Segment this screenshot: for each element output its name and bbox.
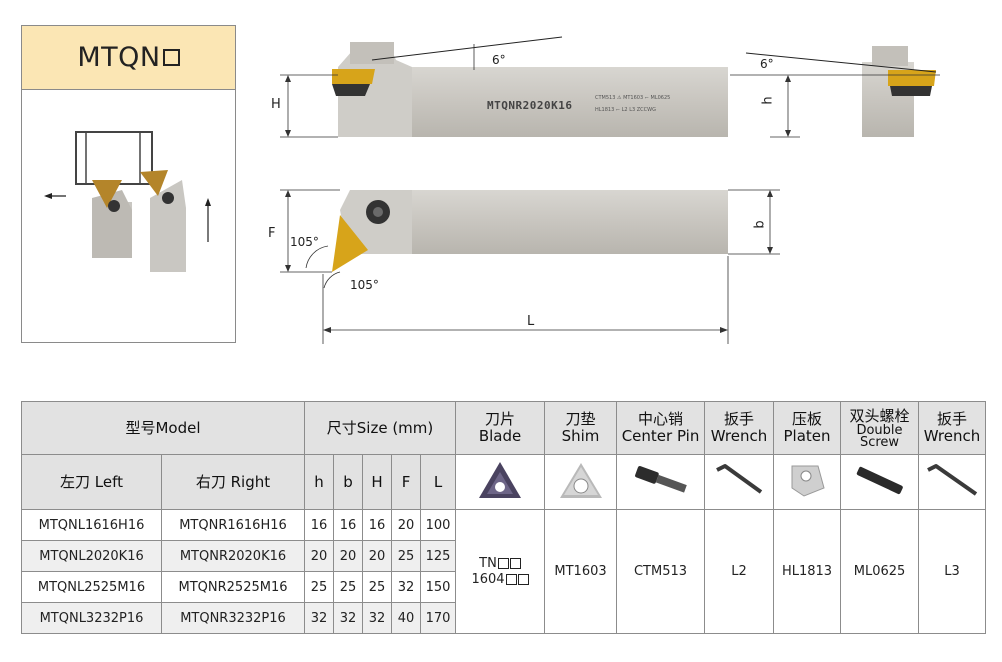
table-row: MTQNL1616H16 MTQNR1616H16 16 16 16 20 10… <box>21 509 987 634</box>
shank-spec-line-1: CTM513 ⚠ MT1603 ⌐ ML0625 <box>595 95 671 101</box>
cell-L: 100 <box>420 509 457 541</box>
cell-center-pin: CTM513 <box>616 509 706 634</box>
header-left: 左刀 Left <box>21 454 162 510</box>
header-h: h <box>304 454 335 510</box>
cell-F: 25 <box>391 540 422 572</box>
product-title-text: MTQN <box>77 42 161 73</box>
table-row: MTQNL2525M16 MTQNR2525M16 25 25 25 32 15… <box>21 571 986 603</box>
cell-b: 20 <box>333 540 364 572</box>
header-model: 型号Model <box>20 401 306 455</box>
dim-label-H: H <box>271 97 281 112</box>
allen-wrench-icon-2 <box>918 454 987 510</box>
cell-h: 25 <box>304 571 335 603</box>
cell-H: 32 <box>362 602 393 634</box>
cell-b: 32 <box>333 602 364 634</box>
cell-right-model: MTQNR3232P16 <box>160 602 306 634</box>
usage-diagram <box>44 131 211 272</box>
header-H: H <box>362 454 393 510</box>
cell-b: 16 <box>333 509 364 541</box>
header-right: 右刀 Right <box>160 454 306 510</box>
technical-drawing <box>280 36 940 344</box>
blade-code-2: 1604 <box>471 571 505 587</box>
cell-L: 125 <box>420 540 457 572</box>
cell-F: 40 <box>391 602 422 634</box>
cell-right-model: MTQNR2525M16 <box>160 571 306 603</box>
cell-platen: HL1813 <box>773 509 842 634</box>
header-L: L <box>420 454 457 510</box>
blade-code-1: TN <box>479 555 497 571</box>
cell-blade: TN 1604 <box>455 509 546 634</box>
placeholder-box-icon <box>162 49 180 66</box>
dim-label-F: F <box>268 226 276 241</box>
header-b: b <box>333 454 364 510</box>
angle-label-top: 6° <box>492 53 506 67</box>
angle-label-side: 6° <box>760 57 774 71</box>
cell-double-screw: ML0625 <box>840 509 920 634</box>
allen-wrench-icon <box>704 454 775 510</box>
double-screw-icon <box>840 454 920 510</box>
cell-left-model: MTQNL2020K16 <box>21 540 162 572</box>
angle-label-105-a: 105° <box>290 235 319 249</box>
cell-F: 32 <box>391 571 422 603</box>
cell-h: 20 <box>304 540 335 572</box>
dim-label-L: L <box>527 314 535 329</box>
cell-L: 170 <box>420 602 457 634</box>
triangle-insert-icon <box>455 454 546 510</box>
cell-right-model: MTQNR2020K16 <box>160 540 306 572</box>
dim-label-b: b <box>752 220 768 229</box>
cell-H: 20 <box>362 540 393 572</box>
triangle-shim-icon <box>544 454 618 510</box>
shank-spec-line-2: HL1813 ⌐ L2 L3 ZCCWG <box>595 107 656 113</box>
side-view <box>280 36 728 138</box>
shank-marking: MTQNR2020K16 <box>487 99 573 112</box>
cell-H: 25 <box>362 571 393 603</box>
cell-wrench-2: L3 <box>918 509 987 634</box>
cell-shim: MT1603 <box>544 509 618 634</box>
cell-h: 16 <box>304 509 335 541</box>
cell-wrench: L2 <box>704 509 775 634</box>
cell-b: 25 <box>333 571 364 603</box>
cell-L: 150 <box>420 571 457 603</box>
cell-left-model: MTQNL3232P16 <box>21 602 162 634</box>
product-card: MTQN <box>21 25 236 343</box>
cell-F: 20 <box>391 509 422 541</box>
center-pin-icon <box>616 454 706 510</box>
product-title: MTQN <box>22 26 235 90</box>
cell-H: 16 <box>362 509 393 541</box>
cell-h: 32 <box>304 602 335 634</box>
cell-right-model: MTQNR1616H16 <box>160 509 306 541</box>
dim-label-h: h <box>760 96 776 105</box>
angle-label-105-b: 105° <box>350 278 379 292</box>
clamp-platen-icon <box>773 454 842 510</box>
cell-left-model: MTQNL2525M16 <box>21 571 162 603</box>
header-size: 尺寸Size (mm) <box>304 401 457 455</box>
top-view <box>280 189 780 344</box>
end-view <box>730 46 940 138</box>
header-F: F <box>391 454 422 510</box>
table-row: MTQNL3232P16 MTQNR3232P16 32 32 32 40 17… <box>21 602 986 634</box>
cell-left-model: MTQNL1616H16 <box>21 509 162 541</box>
